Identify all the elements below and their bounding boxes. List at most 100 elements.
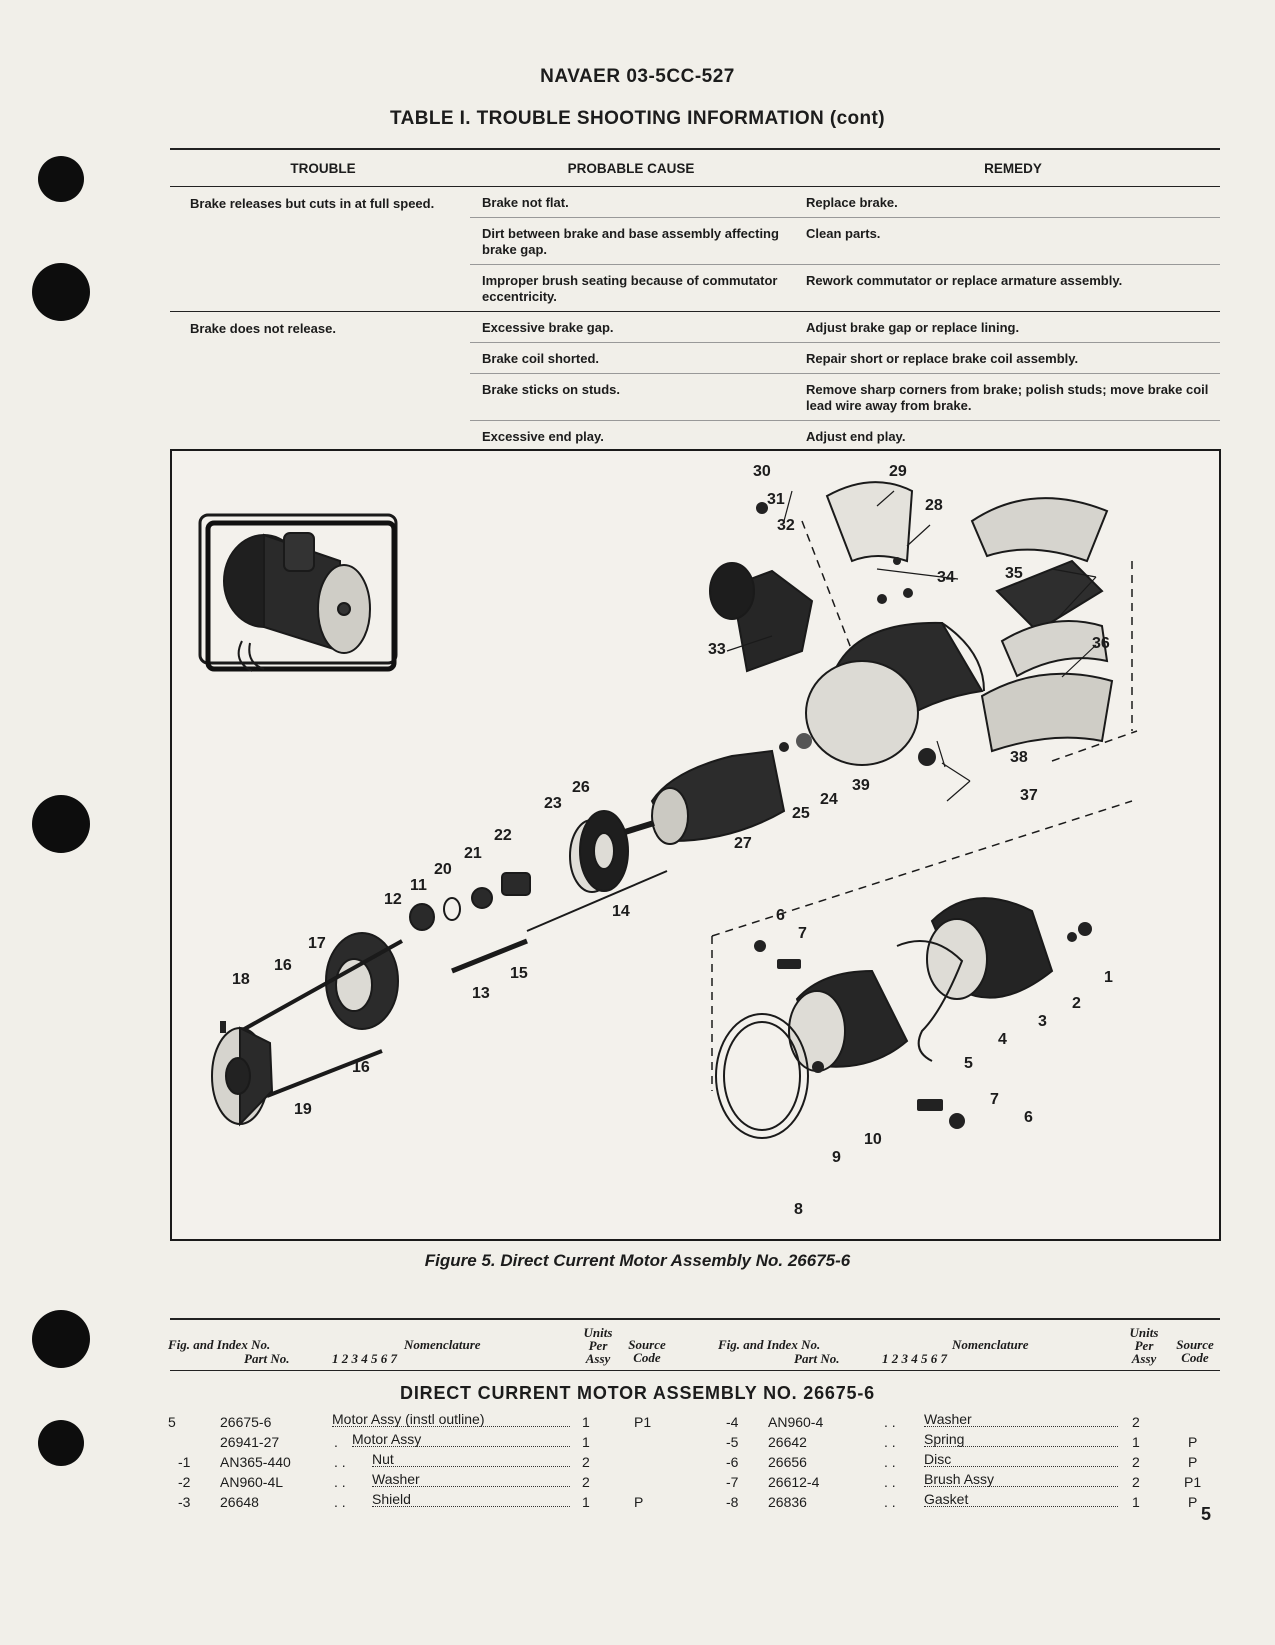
indent-dots: . [334,1434,338,1450]
callout-18: 18 [232,971,250,988]
remedy-cell: Repair short or replace brake coil assem… [806,351,1079,366]
part-number: 26941-27 [220,1434,280,1450]
indent-dots: . . [884,1434,896,1450]
indent-dots: . . [334,1454,346,1470]
cause-cell: Brake not flat. [482,195,569,210]
table-row: Brake not flat. Replace brake. [470,187,1220,218]
col-header-source: Source Code [628,1337,666,1365]
table-row: Brake sticks on studs. Remove sharp corn… [470,374,1220,421]
nomenclature: Spring [924,1432,1118,1447]
callout-6: 6 [1024,1109,1033,1126]
trouble-group: Brake does not release. Excessive brake … [170,312,1220,452]
callout-12: 12 [384,891,402,908]
source-code: P [634,1494,644,1510]
remedy-cell: Adjust brake gap or replace lining. [806,320,1020,335]
fig-index: -8 [726,1494,739,1510]
nomenclature: Gasket [924,1492,1118,1507]
cause-cell: Excessive end play. [482,429,604,444]
units: 2 [1132,1474,1140,1490]
indent-dots: . . [884,1414,896,1430]
callout-5: 5 [964,1055,973,1072]
source-code: P [1188,1494,1198,1510]
units: 2 [582,1474,590,1490]
parts-list-header-rule [170,1370,1220,1371]
callout-24: 24 [820,791,838,808]
callout-3: 3 [1038,1013,1047,1030]
parts-list-title: DIRECT CURRENT MOTOR ASSEMBLY NO. 26675-… [400,1383,875,1403]
document-id: NAVAER 03-5CC-527 [540,66,735,87]
callout-30: 30 [753,463,771,480]
part-number: AN365-440 [220,1454,291,1470]
indent-dots: . . [884,1494,896,1510]
binder-hole [32,795,90,853]
col-header-units: Units Per Assy [583,1325,613,1366]
list-item: -5 26642 . . Spring 1 P [0,1432,1275,1452]
list-item: -8 26836 . . Gasket 1 P [0,1492,1275,1512]
indent-dots: . . [334,1474,346,1490]
callout-34: 34 [937,569,955,586]
col-header-indent-levels: 1 2 3 4 5 6 7 [882,1351,947,1366]
col-header-fig-index: Fig. and Index No. [718,1337,821,1352]
list-item: 26941-27 . Motor Assy 1 [0,1432,700,1452]
callout-35: 35 [1005,565,1023,582]
binder-hole [32,1310,90,1368]
source-code: P [1188,1454,1198,1470]
remedy-cell: Clean parts. [806,226,881,241]
part-number: AN960-4 [768,1414,824,1430]
nomenclature: Disc [924,1452,1118,1467]
callout-15: 15 [510,965,528,982]
units: 2 [582,1454,590,1470]
callout-22: 22 [494,827,512,844]
col-header-units: Units Per Assy [1129,1325,1159,1366]
part-number: 26656 [768,1454,807,1470]
col-header-part-no: Part No. [794,1351,840,1366]
source-code: P1 [634,1414,652,1430]
part-number: 26836 [768,1494,807,1510]
col-header-fig-index: Fig. and Index No. [168,1337,271,1352]
callout-26: 26 [572,779,590,796]
callout-29: 29 [889,463,907,480]
part-number: 26675-6 [220,1414,272,1430]
remedy-cell: Replace brake. [806,195,898,210]
list-item: -6 26656 . . Disc 2 P [0,1452,1275,1472]
binder-hole [32,263,90,321]
remedy-cell: Rework commutator or replace armature as… [806,273,1123,288]
remedy-cell: Adjust end play. [806,429,906,444]
callout-13: 13 [472,985,490,1002]
fig-index: -4 [726,1414,739,1430]
units: 1 [1132,1434,1140,1450]
cause-cell: Brake sticks on studs. [482,382,620,397]
col-header-nomenclature: Nomenclature [952,1337,1029,1352]
table-row: Excessive end play. Adjust end play. [470,421,1220,451]
nomenclature: Washer [372,1472,570,1487]
units: 1 [582,1434,590,1450]
nomenclature: Motor Assy (instl outline) [332,1412,570,1427]
nomenclature: Motor Assy [352,1432,570,1447]
nomenclature: Shield [372,1492,570,1507]
callout-9: 9 [832,1149,841,1166]
callout-28: 28 [925,497,943,514]
callout-7: 7 [798,925,807,942]
list-item: -7 26612-4 . . Brush Assy 2 P1 [0,1472,1275,1492]
fig-index: 5 [168,1414,176,1430]
binder-hole [38,1420,84,1466]
indent-dots: . . [884,1454,896,1470]
col-header-nomenclature: Nomenclature [404,1337,481,1352]
exploded-view-drawing [198,481,1138,1139]
list-item: -2 AN960-4L . . Washer 2 [0,1472,700,1492]
callout-17: 17 [308,935,326,952]
fig-index: -5 [726,1434,739,1450]
callout-10: 10 [864,1131,882,1148]
callout-7: 7 [990,1091,999,1108]
list-item: -1 AN365-440 . . Nut 2 [0,1452,700,1472]
part-number: 26648 [220,1494,259,1510]
table-header-row: TROUBLE PROBABLE CAUSE REMEDY [170,150,1220,187]
callout-20: 20 [434,861,452,878]
part-number: 26612-4 [768,1474,820,1490]
indent-dots: . . [884,1474,896,1490]
callout-11: 11 [410,877,427,894]
trouble-cell: Brake does not release. [190,321,336,336]
units: 1 [582,1414,590,1430]
col-header-indent-levels: 1 2 3 4 5 6 7 [332,1351,397,1366]
figure-caption: Figure 5. Direct Current Motor Assembly … [424,1251,851,1270]
